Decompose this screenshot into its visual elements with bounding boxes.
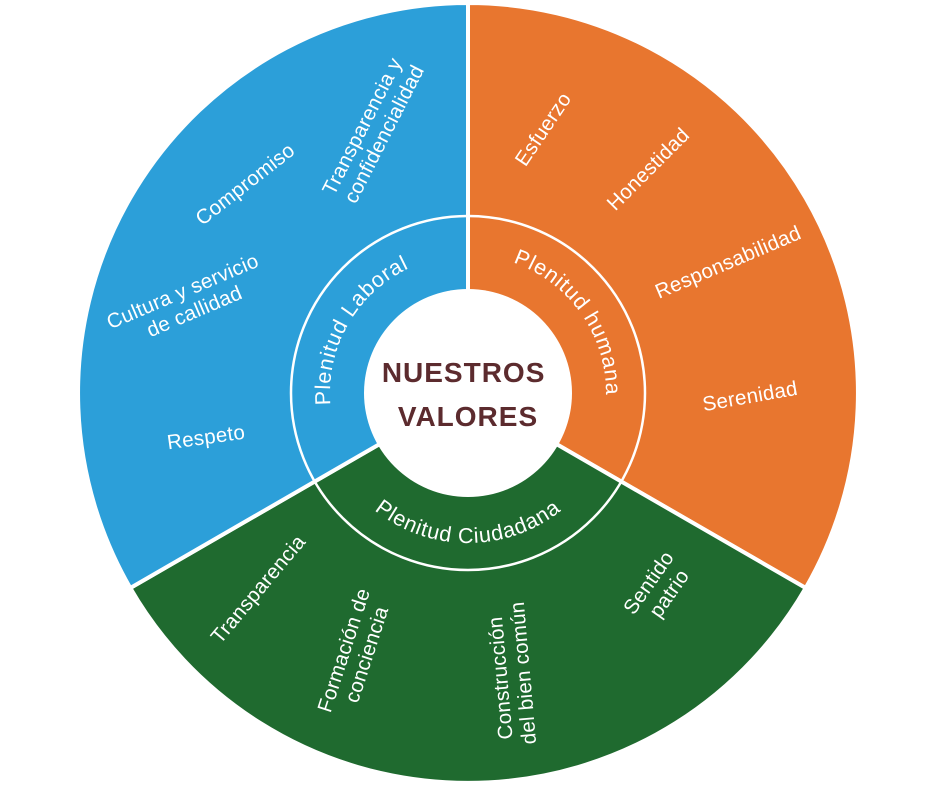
center-title-line2: VALORES bbox=[398, 401, 538, 432]
center-title-line1: NUESTROS bbox=[382, 357, 546, 388]
inner-ring-divider bbox=[289, 214, 647, 572]
sector-plenitud-ciudadana bbox=[128, 391, 808, 785]
center-circle bbox=[364, 289, 572, 497]
sector-plenitud-laboral bbox=[76, 1, 470, 590]
center-title: NUESTROS VALORES bbox=[382, 357, 554, 432]
sector-plenitud-humana bbox=[466, 1, 860, 590]
